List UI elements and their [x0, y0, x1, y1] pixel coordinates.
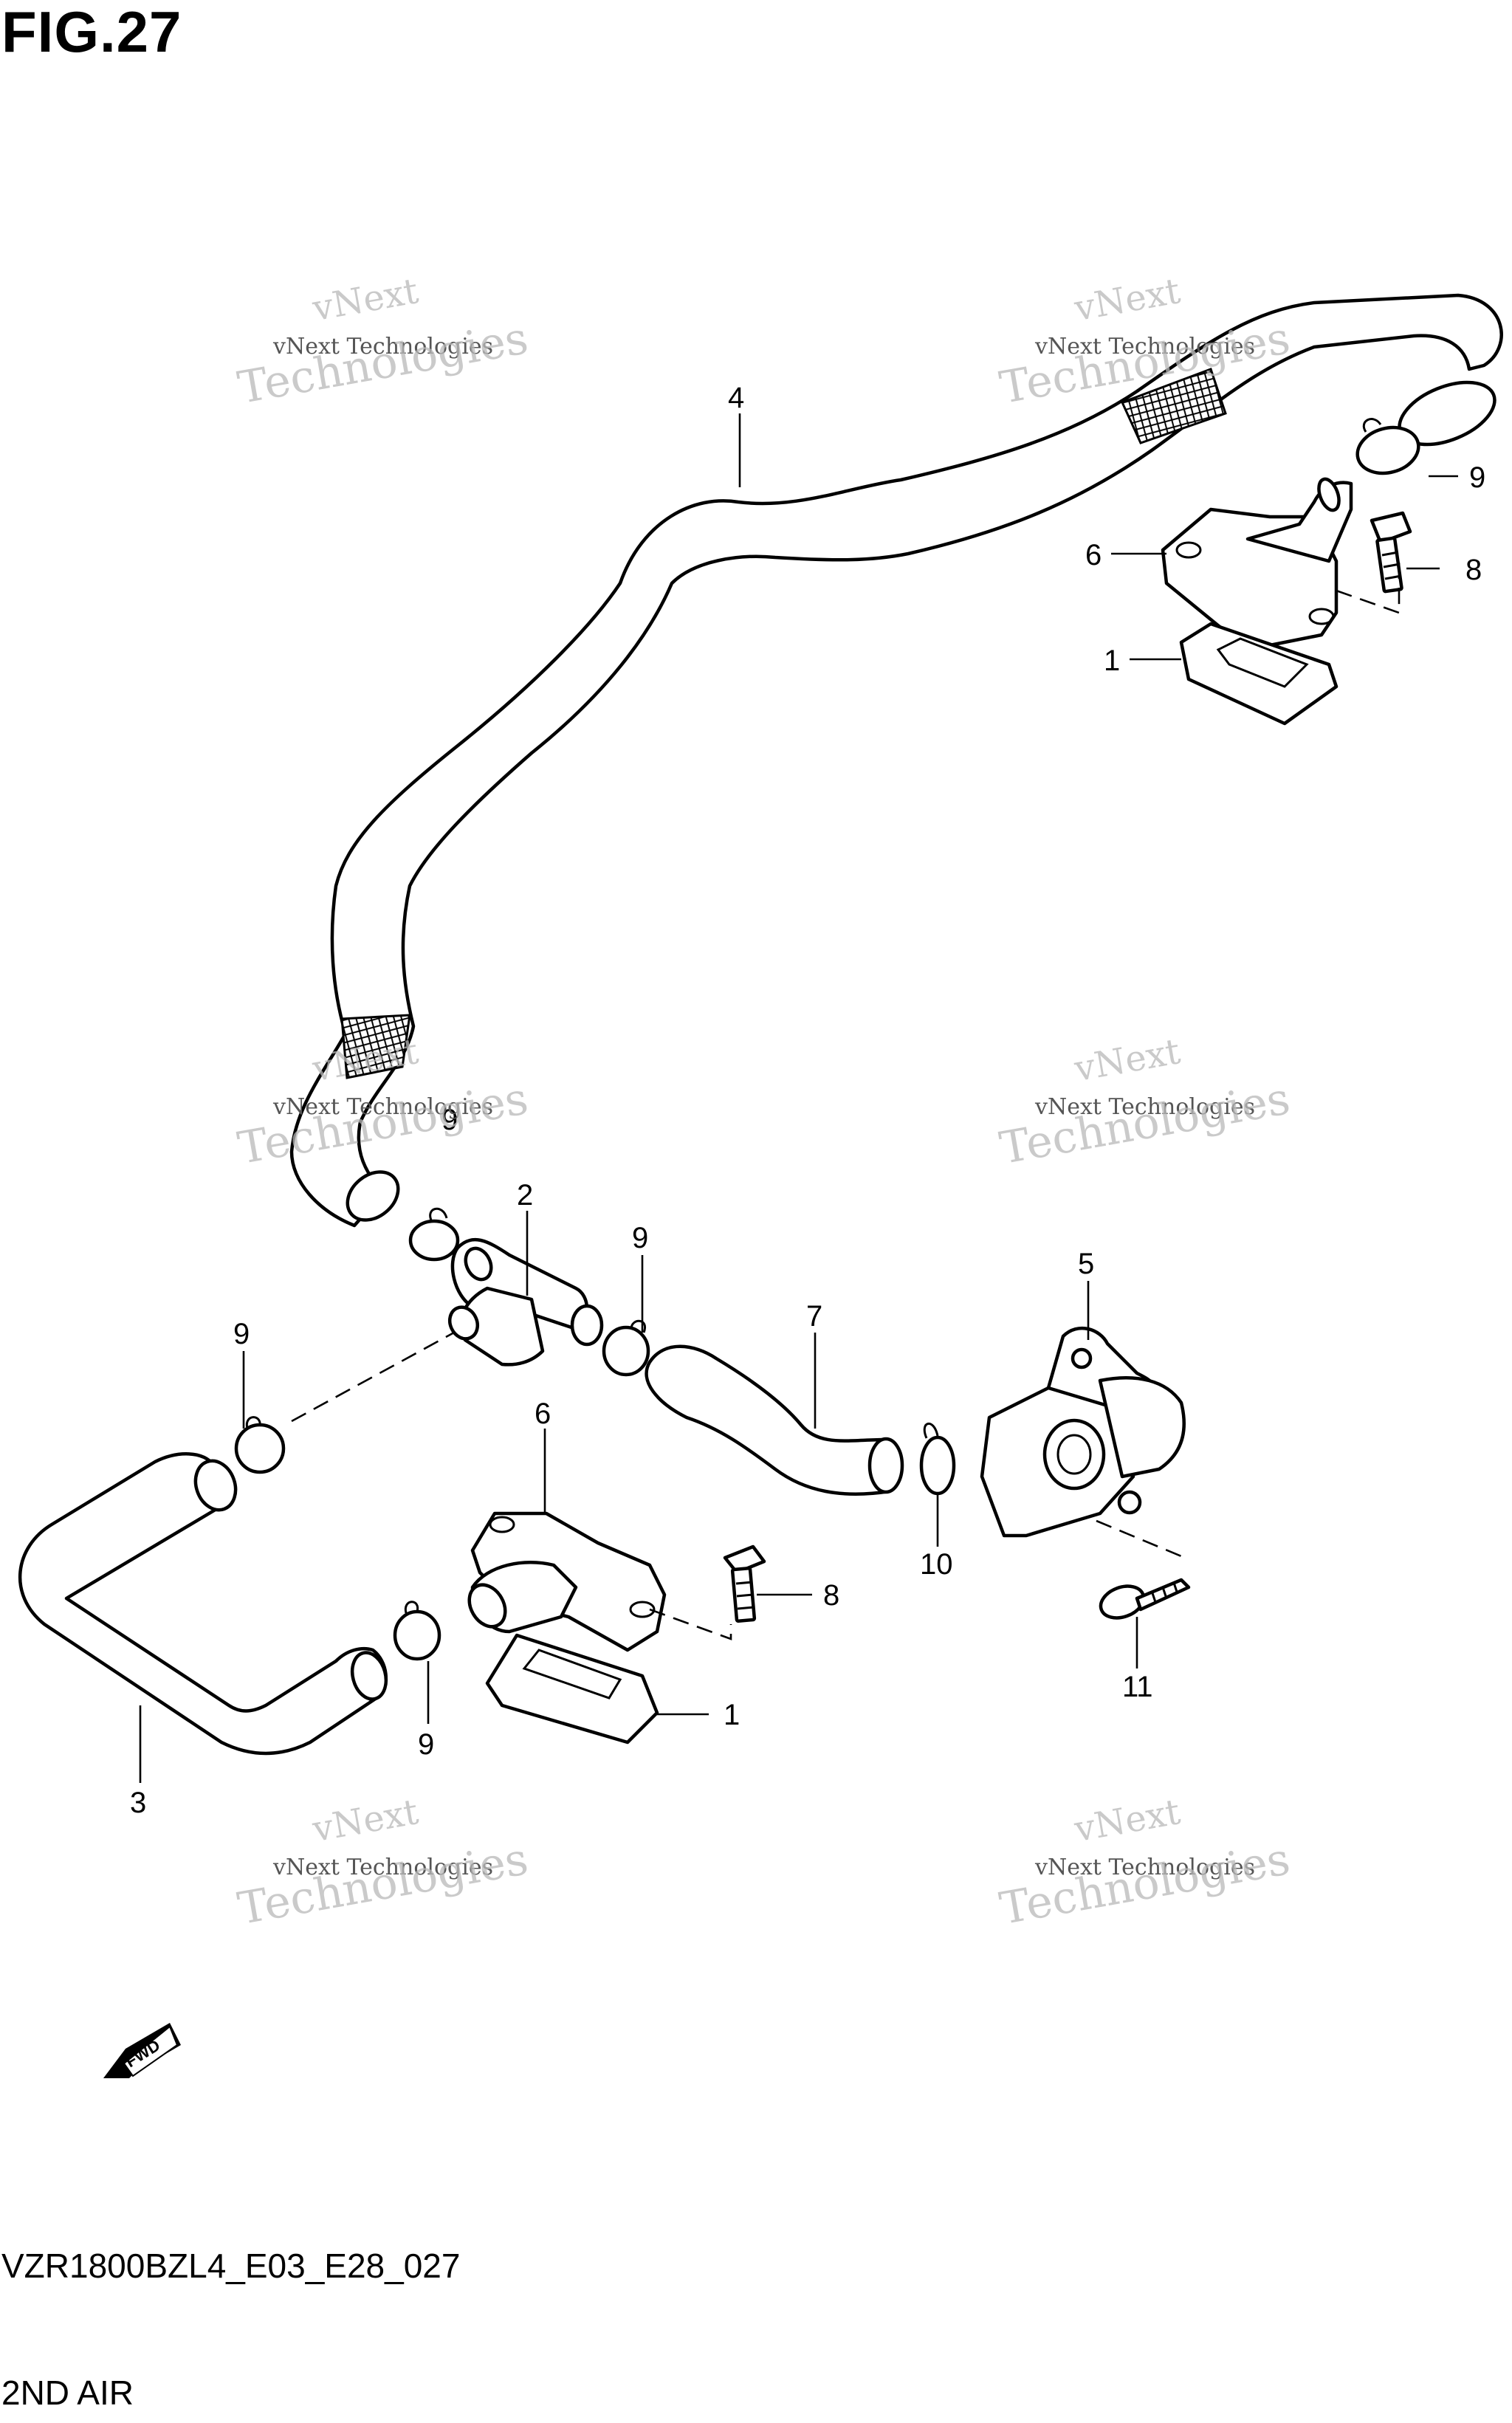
gasket-1-bottom — [485, 1633, 659, 1745]
fwd-arrow-icon: FWD — [103, 2023, 181, 2078]
screw-11 — [1099, 1578, 1191, 1620]
callout-9-bottom: 9 — [418, 1728, 434, 1761]
cover-6-bottom — [467, 1511, 667, 1652]
bolt-8-bottom — [723, 1544, 766, 1623]
reed-valve-5 — [980, 1326, 1186, 1538]
callout-9-middle: 9 — [632, 1222, 648, 1254]
callout-6-top: 6 — [1085, 539, 1102, 571]
callout-6-bottom: 6 — [535, 1398, 551, 1430]
clip-9-bottom — [393, 1601, 441, 1661]
gasket-1-top — [1179, 622, 1339, 726]
leader-lines — [139, 413, 1458, 1783]
callout-10: 10 — [920, 1548, 953, 1581]
callout-9-left: 9 — [233, 1318, 250, 1350]
callout-3: 3 — [130, 1787, 146, 1819]
assembly-lines — [291, 561, 1401, 1640]
callout-5: 5 — [1078, 1248, 1094, 1280]
clip-9-middle — [602, 1319, 650, 1377]
callout-4: 4 — [728, 382, 744, 414]
bolt-8-top — [1370, 511, 1412, 594]
callouts: 4 9 6 8 1 9 2 9 9 7 5 10 6 8 11 1 9 3 — [130, 382, 1485, 1819]
callout-8-bottom: 8 — [823, 1579, 839, 1612]
hose-4 — [289, 293, 1503, 1228]
callout-9-upper-left: 9 — [441, 1104, 458, 1136]
clip-10 — [919, 1422, 956, 1496]
cover-6-top — [1161, 477, 1353, 652]
tee-fitting-2 — [447, 1237, 604, 1367]
diagram-code: VZR1800BZL4_E03_E28_027 — [1, 2247, 461, 2285]
hose-3 — [18, 1452, 388, 1756]
callout-1-bottom: 1 — [724, 1699, 740, 1731]
callout-1-top: 1 — [1104, 645, 1120, 677]
diagram-subtitle: 2ND AIR — [1, 2374, 134, 2412]
callout-9-top-right: 9 — [1469, 461, 1485, 494]
callout-2: 2 — [517, 1179, 533, 1212]
clip-9-left — [234, 1416, 286, 1474]
callout-11: 11 — [1122, 1671, 1153, 1703]
figure-title: FIG.27 — [1, 0, 182, 64]
callout-8-top: 8 — [1465, 554, 1482, 586]
clip-9-upper-left — [408, 1207, 460, 1262]
callout-7: 7 — [806, 1300, 822, 1333]
hose-7 — [645, 1344, 904, 1496]
clip-9-top-right — [1355, 418, 1420, 475]
